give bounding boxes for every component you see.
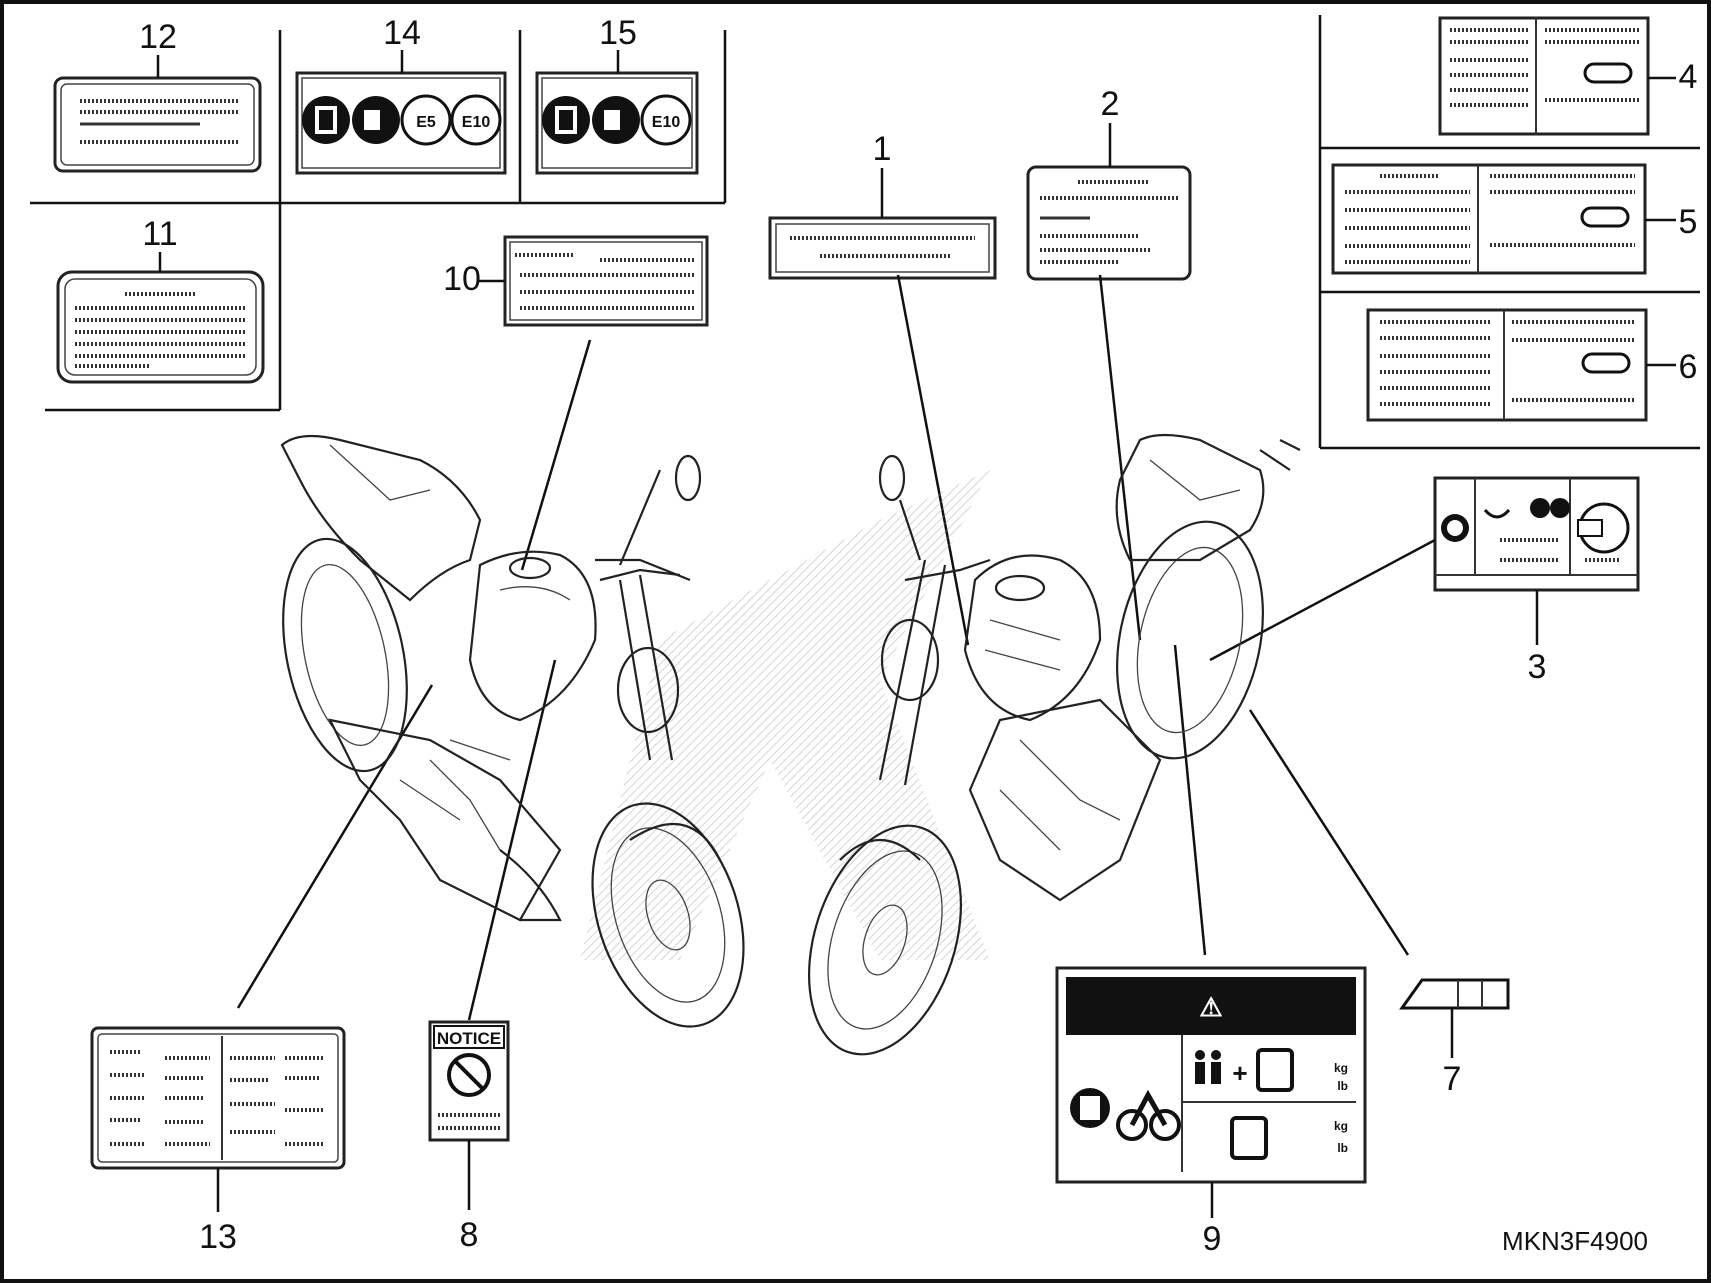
unit-kg: kg	[1334, 1119, 1348, 1133]
callout-12: 12	[139, 18, 177, 56]
person-icon	[1211, 1050, 1221, 1060]
reference-code: MKN3F4900	[1502, 1226, 1648, 1256]
luggage-icon	[1256, 1048, 1294, 1092]
callout-3: 3	[1528, 648, 1547, 686]
badge-e10: E10	[652, 114, 681, 131]
top-right-panel-frame	[1318, 15, 1700, 450]
callout-13: 13	[199, 1218, 237, 1256]
notice-header: NOTICE	[437, 1029, 501, 1048]
label-8: NOTICE	[428, 1020, 510, 1142]
label-13	[90, 1026, 346, 1170]
warning-icon: ⚠	[1199, 992, 1222, 1022]
callout-15: 15	[599, 14, 637, 52]
label-10	[503, 235, 709, 327]
label-1	[768, 216, 997, 280]
callout-4: 4	[1679, 58, 1698, 96]
label-4	[1438, 16, 1650, 136]
badge-e5: E5	[416, 114, 436, 131]
label-2	[1026, 165, 1192, 281]
unit-kg: kg	[1334, 1061, 1348, 1075]
callout-11: 11	[142, 215, 177, 253]
label-9: ⚠ + kg lb kg lb	[1055, 966, 1367, 1184]
callout-14: 14	[383, 14, 421, 52]
callout-7: 7	[1443, 1060, 1462, 1098]
label-3	[1433, 476, 1640, 592]
luggage-icon	[1230, 1116, 1268, 1160]
motorcycle-left-view	[280, 434, 745, 1028]
label-14: E5 E10	[295, 71, 507, 175]
label-15: E10	[535, 71, 699, 175]
hatched-background	[580, 470, 990, 960]
motorcycle-right-view	[807, 433, 1301, 1056]
badge-e10: E10	[462, 114, 491, 131]
callout-2: 2	[1101, 85, 1120, 123]
label-6	[1366, 308, 1648, 422]
unit-lb: lb	[1337, 1141, 1348, 1155]
callout-8: 8	[460, 1216, 479, 1254]
callout-1: 1	[873, 130, 892, 168]
plus-sign: +	[1232, 1058, 1247, 1088]
top-left-panel-frame	[30, 30, 727, 412]
label-11	[56, 270, 265, 384]
label-12	[53, 76, 262, 173]
callout-10: 10	[443, 260, 481, 298]
person-icon	[1195, 1050, 1205, 1060]
callout-5: 5	[1679, 203, 1698, 241]
label-5	[1331, 163, 1647, 275]
callout-9: 9	[1203, 1220, 1222, 1258]
callout-6: 6	[1679, 348, 1698, 386]
label-7	[1399, 978, 1510, 1010]
unit-lb: lb	[1337, 1079, 1348, 1093]
